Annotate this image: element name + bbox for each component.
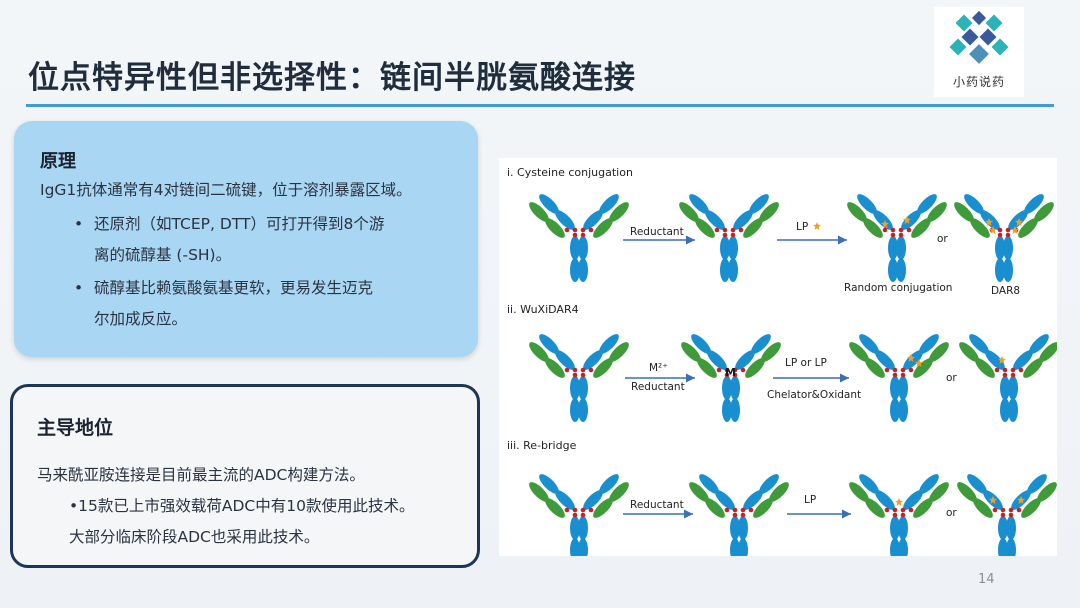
principle-card: 原理 IgG1抗体通常有4对链间二硫键，位于溶剂暴露区域。 • 还原剂（如TCE… [14, 121, 478, 357]
row3-arrow1-label: Reductant [630, 499, 684, 511]
row1-caption-random: Random conjugation [844, 282, 952, 294]
svg-text:M: M [725, 366, 736, 379]
antibody-intact-2 [526, 331, 632, 422]
row1-caption-dar8: DAR8 [991, 285, 1020, 297]
antibody-dar8 [951, 191, 1057, 282]
principle-intro: IgG1抗体通常有4对链间二硫键，位于溶剂暴露区域。 [40, 181, 412, 199]
dominance-card: 主导地位 马来酰亚胺连接是目前最主流的ADC构建方法。 •15款已上市强效载荷A… [10, 384, 480, 568]
row1-title: i. Cysteine conjugation [507, 166, 633, 179]
antibody-reduced [676, 191, 782, 282]
row2-or: or [946, 372, 957, 384]
dominance-heading: 主导地位 [37, 417, 114, 439]
antibody-dar4-a [846, 331, 952, 422]
antibody-rebridged-b [954, 471, 1060, 562]
dominance-line-1: 马来酰亚胺连接是目前最主流的ADC构建方法。 [37, 466, 365, 484]
antibody-rebridged-a [846, 471, 952, 562]
principle-bullet-1: • 还原剂（如TCEP, DTT）可打开得到8个游 离的硫醇基 (-SH)。 [74, 209, 464, 271]
row2-title: ii. WuXiDAR4 [507, 303, 579, 316]
row2-arrow2-bottom: Chelator&Oxidant [767, 389, 861, 401]
page-number: 14 [978, 572, 995, 587]
bullet-line: 尔加成反应。 [94, 310, 188, 328]
bullet-line: 硫醇基比赖氨酸氨基更软，更易发生迈克 [94, 279, 374, 297]
title-divider [26, 104, 1054, 107]
logo-text: 小药说药 [952, 75, 1005, 89]
bullet-dot: • [74, 215, 84, 233]
antibody-dar4-b [956, 331, 1062, 422]
dominance-line-2: •15款已上市强效载荷ADC中有10款使用此技术。 [69, 497, 415, 515]
row2-arrow1-top: M²⁺ [649, 362, 668, 374]
dominance-line-3: 大部分临床阶段ADC也采用此技术。 [69, 528, 320, 546]
page-title: 位点特异性但非选择性：链间半胱氨酸连接 [28, 60, 636, 96]
antibody-metal-chelated: M [678, 331, 784, 422]
row2-arrow1-bottom: Reductant [631, 381, 685, 393]
row3-or: or [946, 507, 957, 519]
logo: 小药说药 [934, 7, 1024, 97]
row1-arrow2-label: LP [796, 221, 808, 233]
antibody-intact-3 [526, 471, 632, 562]
principle-bullet-2: • 硫醇基比赖氨酸氨基更软，更易发生迈克 尔加成反应。 [74, 273, 464, 335]
conjugation-diagram: i. Cysteine conjugation Reductant LP or … [507, 166, 1062, 562]
row3-title: iii. Re-bridge [507, 439, 577, 452]
row1-or: or [937, 233, 948, 245]
bullet-line: 离的硫醇基 (-SH)。 [94, 246, 232, 264]
antibody-intact [526, 191, 632, 282]
bullet-line: 还原剂（如TCEP, DTT）可打开得到8个游 [94, 215, 385, 233]
row3-arrow2-label: LP [804, 494, 816, 506]
antibody-reduced-3 [686, 471, 792, 562]
row1-arrow1-label: Reductant [630, 226, 684, 238]
row2-arrow2-top: LP or LP [785, 357, 827, 369]
principle-heading: 原理 [40, 151, 76, 172]
antibody-random-conjugation [844, 191, 950, 282]
molecule-logo-icon [949, 10, 1009, 64]
conjugation-figure: i. Cysteine conjugation Reductant LP or … [499, 158, 1062, 562]
bullet-dot: • [74, 279, 84, 297]
